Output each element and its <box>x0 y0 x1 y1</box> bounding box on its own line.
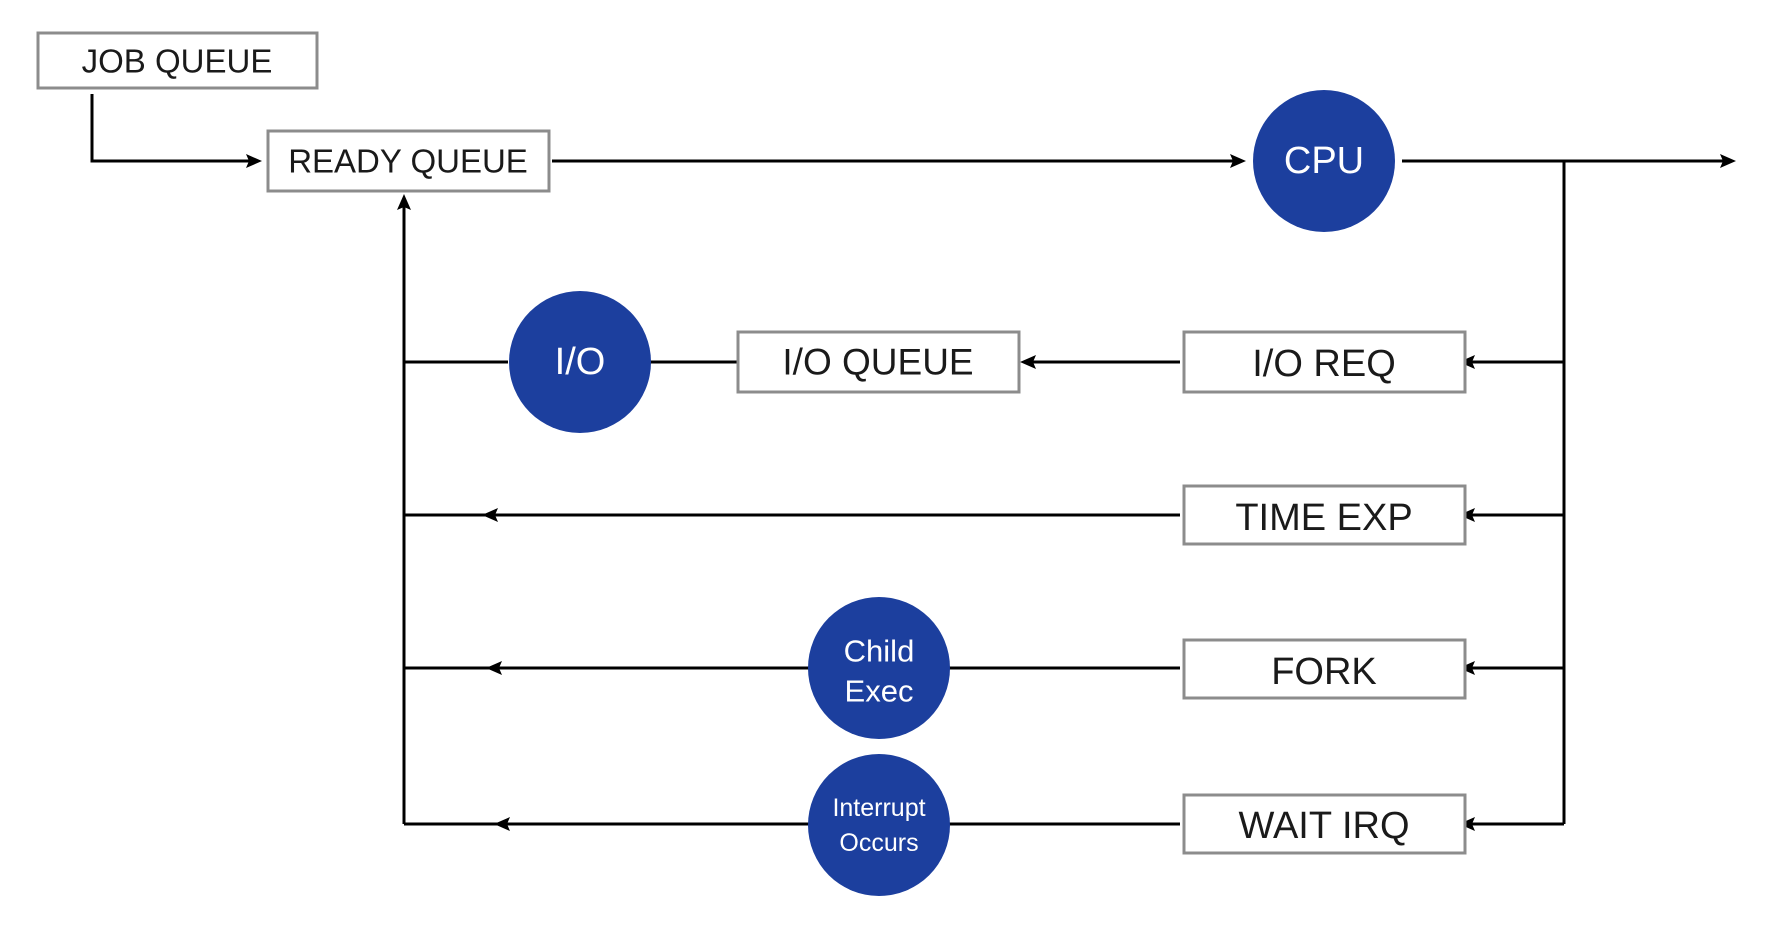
wait-irq-label: WAIT IRQ <box>1239 805 1410 847</box>
cpu-exit-arrowhead <box>1720 154 1736 168</box>
bus-to-waitirq-arrowhead <box>1459 817 1475 831</box>
timeexp-return-arrowhead <box>482 508 498 522</box>
interrupt-occurs-circle: Interrupt Occurs <box>808 754 950 896</box>
job-queue-label: JOB QUEUE <box>82 43 273 80</box>
io-queue-box: I/O QUEUE <box>736 330 1021 394</box>
job-queue-box: JOB QUEUE <box>36 31 319 90</box>
io-req-box: I/O REQ <box>1182 330 1467 394</box>
interrupt-occurs-label-line1: Interrupt <box>832 794 925 822</box>
bus-to-timeexp-arrowhead <box>1459 508 1475 522</box>
left-return-bus-arrowhead <box>397 194 411 210</box>
ready-to-cpu-arrowhead <box>1230 154 1246 168</box>
fork-box: FORK <box>1182 638 1467 700</box>
ready-queue-box: READY QUEUE <box>266 129 551 193</box>
io-queue-label: I/O QUEUE <box>782 342 973 383</box>
time-exp-label: TIME EXP <box>1235 497 1412 539</box>
fork-return-arrowhead <box>486 661 502 675</box>
cpu-circle: CPU <box>1253 90 1395 232</box>
fork-label: FORK <box>1271 651 1377 693</box>
connectors <box>90 94 1736 831</box>
time-exp-box: TIME EXP <box>1182 484 1467 546</box>
ioreq-to-ioqueue-arrowhead <box>1020 355 1036 369</box>
io-req-label: I/O REQ <box>1252 343 1396 385</box>
wait-irq-box: WAIT IRQ <box>1182 793 1467 855</box>
waitirq-return-arrowhead <box>494 817 510 831</box>
interrupt-occurs-label-line2: Occurs <box>839 829 918 857</box>
bus-to-fork-arrowhead <box>1459 661 1475 675</box>
job-to-ready-line <box>90 94 252 163</box>
io-label: I/O <box>555 341 606 383</box>
child-exec-label-line2: Exec <box>845 674 914 709</box>
ready-queue-label: READY QUEUE <box>288 143 528 180</box>
io-circle: I/O <box>509 291 651 433</box>
job-to-ready-arrowhead <box>246 154 262 168</box>
child-exec-label-line1: Child <box>844 634 915 669</box>
bus-to-ioreq-arrowhead <box>1459 355 1475 369</box>
cpu-label: CPU <box>1284 140 1364 182</box>
child-exec-circle: Child Exec <box>808 597 950 739</box>
